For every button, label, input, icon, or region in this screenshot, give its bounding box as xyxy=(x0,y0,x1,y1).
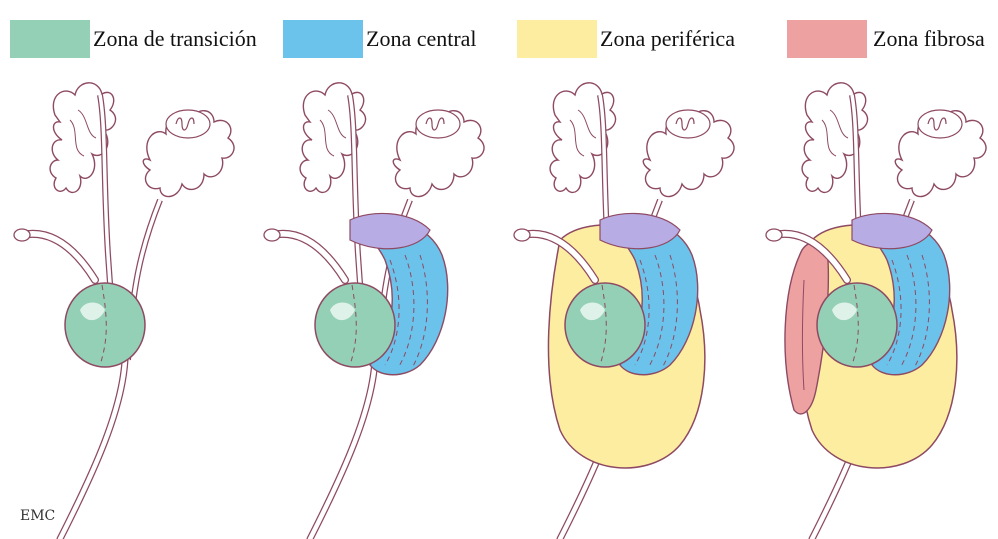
transition-zone xyxy=(817,283,897,367)
urethra-tube xyxy=(60,360,125,539)
urethra-tube xyxy=(310,360,375,539)
legend-swatch-transition xyxy=(10,20,90,58)
legend-swatch-fibrous xyxy=(787,20,867,58)
prostate-zones-illustration xyxy=(0,60,998,539)
urethra-opening xyxy=(514,229,530,241)
panel-3 xyxy=(514,83,734,539)
urethra-opening xyxy=(14,229,30,241)
panel-1 xyxy=(14,83,234,539)
legend-label-peripheral: Zona periférica xyxy=(600,26,735,52)
panel-4 xyxy=(766,83,986,539)
panel-2 xyxy=(264,83,484,539)
proximal-urethra-inner xyxy=(272,234,345,280)
urethra-opening xyxy=(264,229,280,241)
transition-zone xyxy=(65,283,145,367)
proximal-urethra-inner xyxy=(22,234,95,280)
transition-zone xyxy=(565,283,645,367)
legend-label-transition: Zona de transición xyxy=(93,26,257,52)
legend-swatch-peripheral xyxy=(517,20,597,58)
legend-label-fibrous: Zona fibrosa xyxy=(873,26,985,52)
emc-signature: EMC xyxy=(20,508,55,524)
legend: Zona de transición Zona central Zona per… xyxy=(0,0,998,60)
urethra-opening xyxy=(766,229,782,241)
transition-zone xyxy=(315,283,395,367)
legend-label-central: Zona central xyxy=(366,26,477,52)
legend-swatch-central xyxy=(283,20,363,58)
